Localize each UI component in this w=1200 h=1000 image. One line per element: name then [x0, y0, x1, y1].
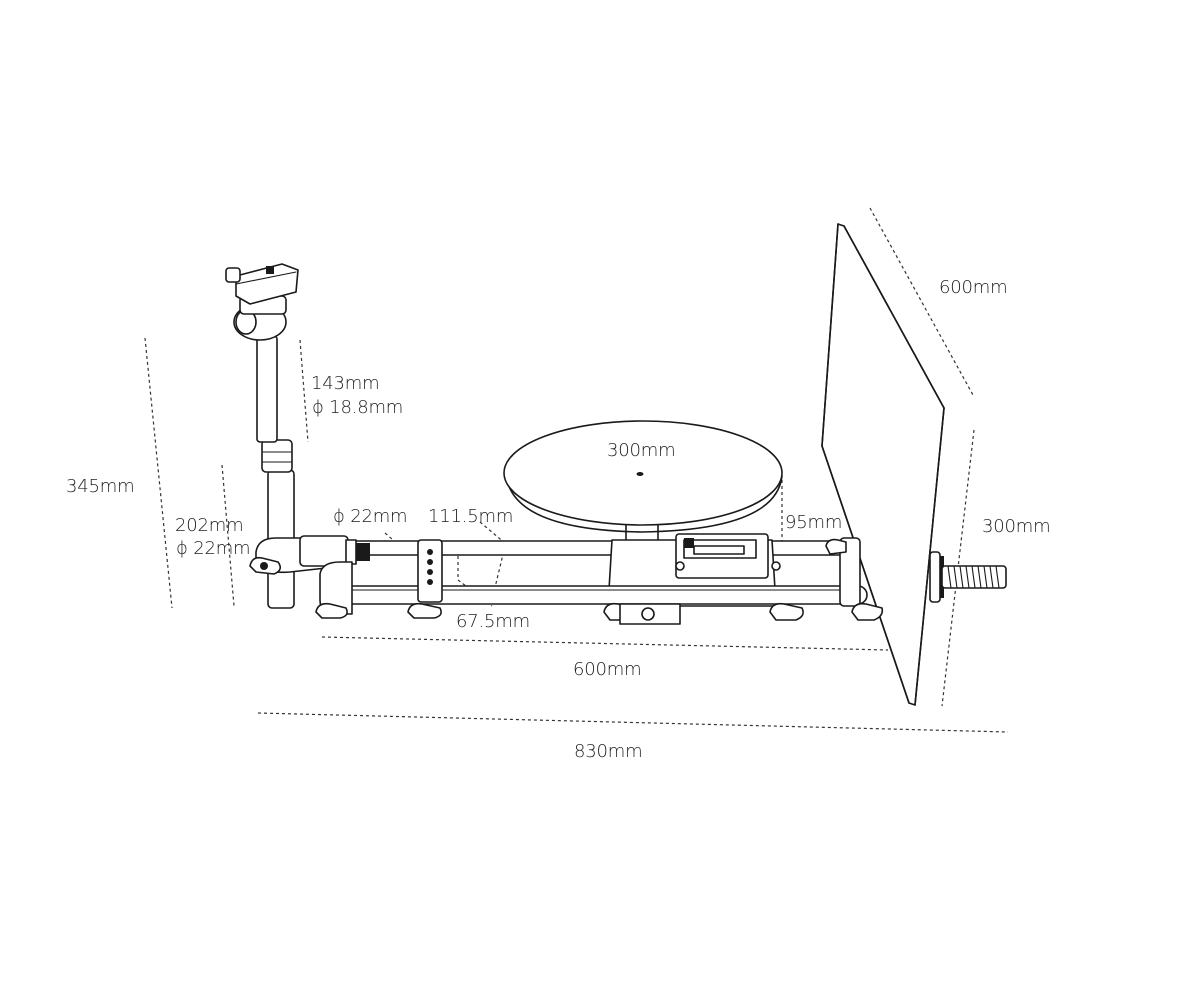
arm-lower-length-label: 202mm: [175, 515, 244, 536]
articulating-arm: [225, 263, 370, 609]
rail-spacing-outer-label: 111.5mm: [428, 506, 514, 527]
rail-spacing-inner-label: 67.5mm: [456, 611, 530, 632]
carriage-clamps: [603, 602, 804, 625]
rail-length-dimension-line: [321, 636, 889, 651]
total-height-dimension-line: [144, 337, 173, 609]
end-clamp-right: [825, 537, 884, 621]
total-length-label: 830mm: [574, 741, 643, 762]
rail-spacing-inner-leader: [457, 579, 493, 607]
rail-length-label: 600mm: [573, 659, 642, 680]
turntable-diameter-label: 300mm: [607, 440, 676, 461]
arm-upper-dimension-line: [299, 339, 309, 443]
arm-upper-length-label: 143mm: [311, 373, 380, 394]
arm-upper-diameter-label: ϕ 18.8mm: [312, 397, 404, 418]
backboard-width-label: 600mm: [939, 277, 1008, 298]
backboard-panel: [821, 223, 945, 706]
turntable-height-label: 95mm: [785, 512, 843, 533]
threaded-rod: [929, 551, 1007, 603]
backboard-height-label: 300mm: [982, 516, 1051, 537]
middle-clamp: [407, 539, 443, 619]
rail-diameter-label: ϕ 22mm: [333, 506, 408, 527]
end-clamp-left: [315, 561, 353, 619]
arm-lower-diameter-label: ϕ 22mm: [176, 538, 251, 559]
total-height-label: 345mm: [66, 476, 135, 497]
total-length-dimension-line: [257, 712, 1009, 733]
